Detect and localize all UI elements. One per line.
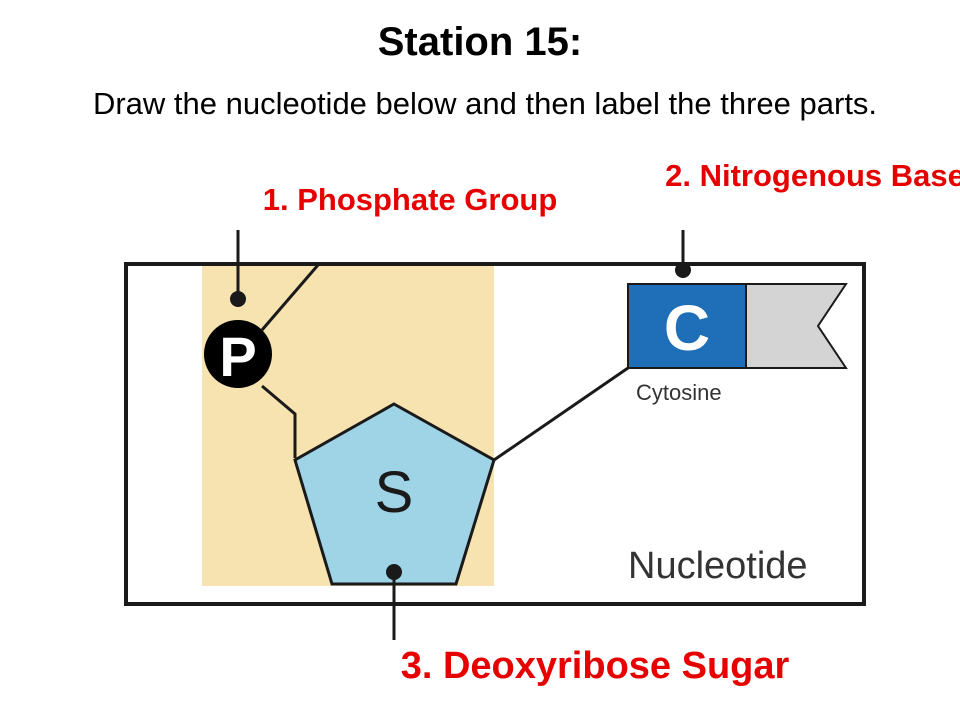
base-name: Cytosine — [636, 380, 722, 405]
deoxyribose-sugar-label: 3. Deoxyribose Sugar — [400, 645, 790, 687]
base-flag-gray — [745, 283, 848, 369]
phosphate-sugar-bond — [261, 384, 297, 458]
phosphate-top-bond — [260, 264, 320, 331]
nucleotide-frame — [124, 262, 866, 606]
phosphate-pointer-dot — [230, 291, 246, 307]
base-pointer-dot — [675, 262, 691, 278]
phosphate-group-label: 1. Phosphate Group — [262, 182, 558, 217]
nitrogenous-base-label: 2. Nitrogenous Base — [665, 158, 960, 193]
sugar-pointer-dot — [386, 564, 402, 580]
diagram-caption: Nucleotide — [628, 545, 808, 587]
phosphate-symbol: P — [219, 325, 256, 388]
station-title: Station 15: — [377, 20, 583, 64]
phosphate-circle — [204, 320, 272, 388]
base-symbol: C — [664, 292, 710, 364]
sugar-symbol: S — [375, 460, 414, 525]
instructions-text: Draw the nucleotide below and then label… — [92, 86, 878, 121]
sugar-base-bond — [493, 366, 629, 462]
